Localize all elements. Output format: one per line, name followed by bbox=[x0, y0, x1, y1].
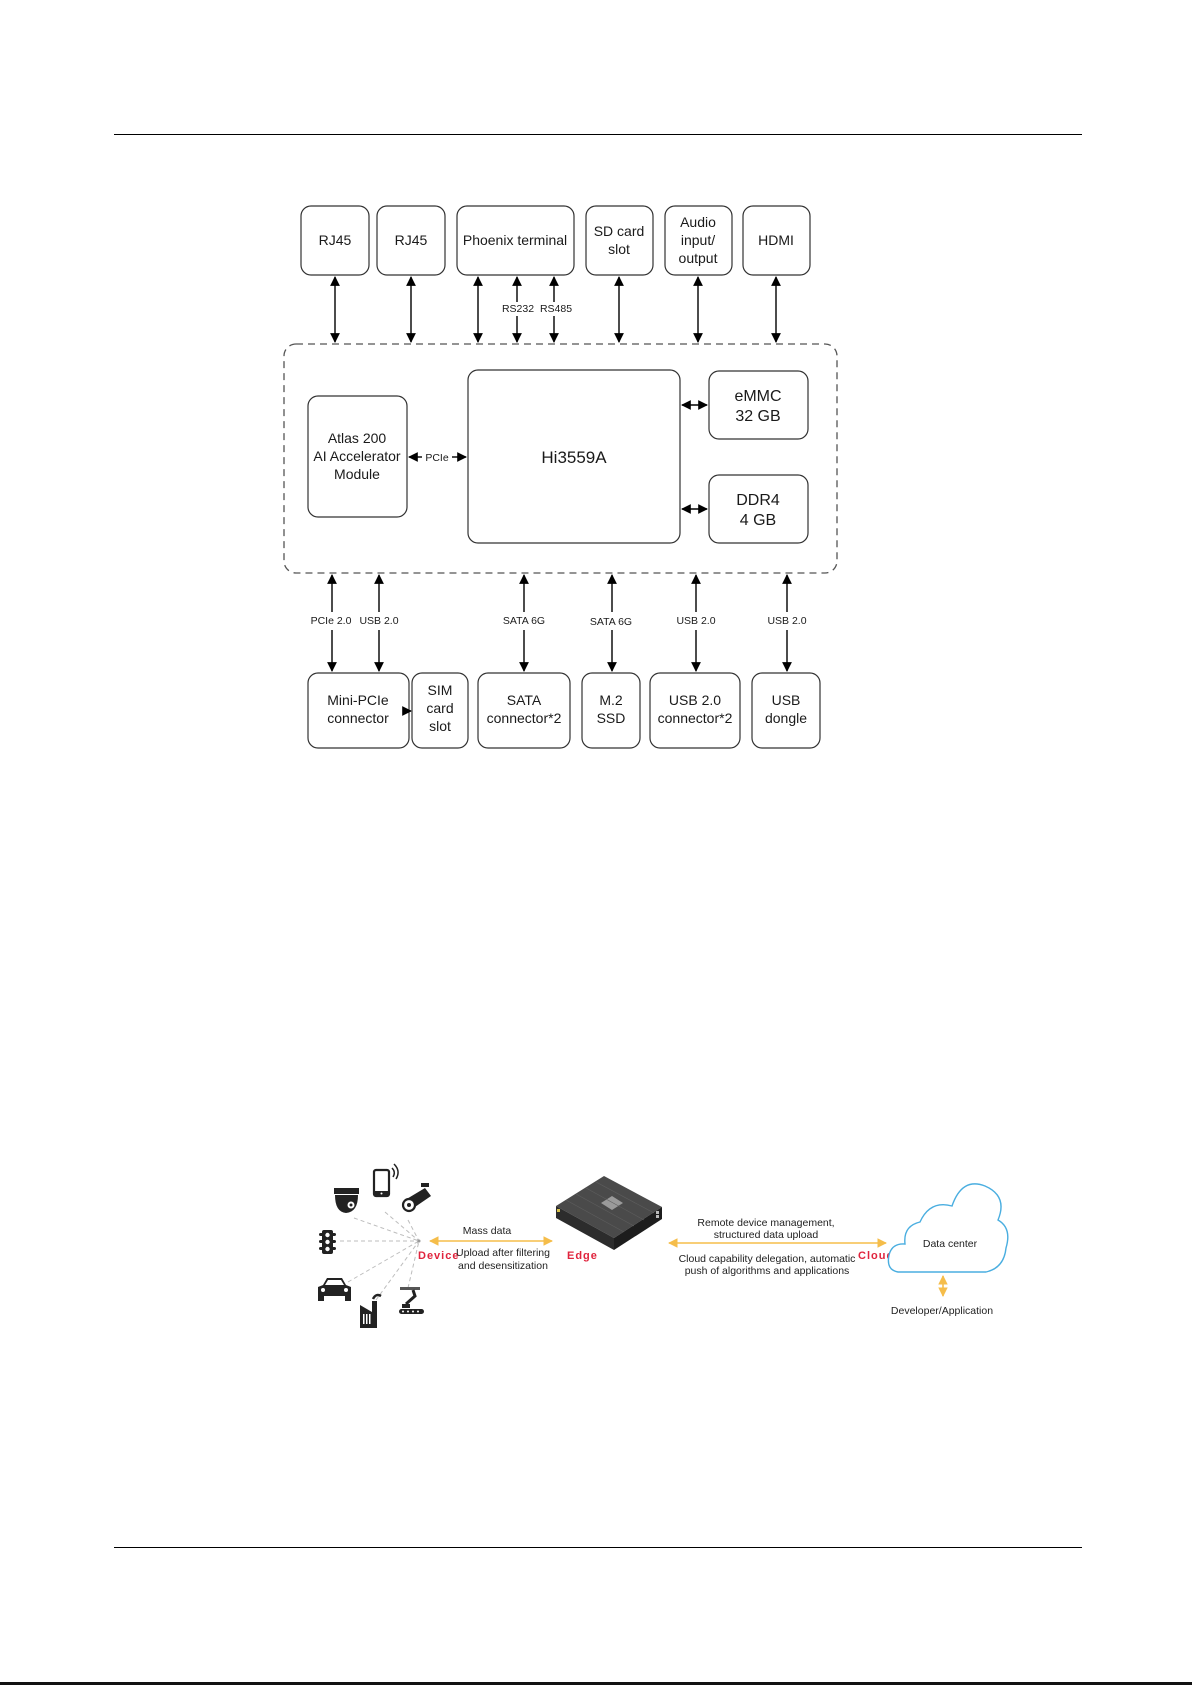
interface-label: RJ45 bbox=[395, 232, 428, 248]
interface-phoenix-terminal: Phoenix terminal bbox=[456, 205, 575, 276]
link-label: USB 2.0 bbox=[676, 615, 715, 627]
robot-arm-icon bbox=[399, 1287, 424, 1314]
module-label: Module bbox=[334, 466, 380, 482]
soc-hi3559a: Hi3559A bbox=[467, 369, 681, 544]
interface-label: M.2 bbox=[599, 692, 623, 708]
interface-rj45-2: RJ45 bbox=[376, 205, 446, 276]
link-label: SATA 6G bbox=[590, 616, 632, 628]
memory-label: 32 GB bbox=[735, 408, 780, 425]
edge-cloud-bottom-label: Cloud capability delegation, automatic bbox=[679, 1253, 856, 1265]
top-interfaces: RJ45 RJ45 Phoenix terminal SD card slot … bbox=[300, 205, 811, 276]
edge-device-icon bbox=[556, 1176, 662, 1250]
memory-label: DDR4 bbox=[736, 492, 780, 509]
interface-label: output bbox=[679, 250, 718, 266]
memory-emmc: eMMC 32 GB bbox=[708, 370, 809, 440]
factory-icon bbox=[360, 1293, 382, 1328]
interface-label: slot bbox=[608, 241, 630, 257]
footer-rule bbox=[114, 1547, 1082, 1548]
interface-mini-pcie: Mini-PCIe connector bbox=[307, 672, 410, 749]
device-rays bbox=[340, 1211, 420, 1301]
interface-label: SATA bbox=[507, 692, 542, 708]
board-boundary bbox=[283, 343, 838, 574]
interface-label: dongle bbox=[765, 710, 807, 726]
module-label: Atlas 200 bbox=[328, 430, 387, 446]
interface-label: USB bbox=[772, 692, 801, 708]
soc-label: Hi3559A bbox=[541, 448, 607, 467]
interface-label: Audio bbox=[680, 214, 716, 230]
link-label: SATA 6G bbox=[503, 615, 545, 627]
interface-label: RJ45 bbox=[319, 232, 352, 248]
module-label: AI Accelerator bbox=[313, 448, 400, 464]
bottom-links: PCIe 2.0 USB 2.0 SATA 6G SATA 6G USB 2.0… bbox=[311, 574, 807, 672]
cloud-icon bbox=[887, 1183, 1009, 1273]
interface-label: Mini-PCIe bbox=[327, 692, 389, 708]
bullet-camera-icon bbox=[401, 1183, 431, 1213]
interface-audio: Audio input/ output bbox=[664, 205, 733, 276]
architecture-diagram: Device Mass data Upload after filtering … bbox=[318, 1163, 1009, 1328]
interface-label: connector*2 bbox=[658, 710, 733, 726]
interface-sim-card-slot: SIM card slot bbox=[411, 672, 469, 749]
cloud-inner-label: Data center bbox=[923, 1238, 978, 1250]
device-edge-top-label: Mass data bbox=[463, 1225, 512, 1237]
edge-cloud-bottom-label: push of algorithms and applications bbox=[685, 1265, 850, 1277]
interface-label: Phoenix terminal bbox=[463, 232, 567, 248]
edge-cloud-top-label: Remote device management, bbox=[697, 1217, 834, 1229]
memory-label: eMMC bbox=[734, 388, 781, 405]
device-edge-bottom-label: Upload after filtering bbox=[456, 1247, 550, 1259]
interface-label: connector bbox=[327, 710, 389, 726]
link-label-rs485: RS485 bbox=[540, 303, 572, 315]
developer-application-label: Developer/Application bbox=[891, 1305, 993, 1317]
link-label: USB 2.0 bbox=[767, 615, 806, 627]
interface-label: USB 2.0 bbox=[669, 692, 721, 708]
page-bottom-edge bbox=[0, 1682, 1192, 1685]
device-edge-bottom-label: and desensitization bbox=[458, 1260, 548, 1272]
interface-m2-ssd: M.2 SSD bbox=[581, 672, 641, 749]
device-hub-point bbox=[417, 1239, 421, 1243]
interface-usb-connector: USB 2.0 connector*2 bbox=[649, 672, 741, 749]
interface-usb-dongle: USB dongle bbox=[751, 672, 821, 749]
interface-hdmi: HDMI bbox=[742, 205, 811, 276]
memory-ddr4: DDR4 4 GB bbox=[708, 474, 809, 544]
interface-label: slot bbox=[429, 718, 451, 734]
bottom-interfaces: Mini-PCIe connector SIM card slot SATA c… bbox=[307, 672, 821, 749]
interface-sata: SATA connector*2 bbox=[477, 672, 571, 749]
top-links: RS232 RS485 bbox=[330, 276, 781, 343]
interface-label: connector*2 bbox=[487, 710, 562, 726]
interface-label: SIM bbox=[428, 682, 453, 698]
edge-cloud-top-label: structured data upload bbox=[714, 1229, 819, 1241]
edge-tier-label: Edge bbox=[567, 1250, 598, 1262]
interface-label: SSD bbox=[597, 710, 626, 726]
car-icon bbox=[318, 1278, 351, 1301]
dome-camera-icon bbox=[334, 1188, 359, 1213]
interface-label: SD card bbox=[594, 223, 645, 239]
smartphone-icon bbox=[372, 1163, 399, 1198]
pcie-link-label: PCIe bbox=[425, 452, 449, 464]
device-tier-label: Device bbox=[418, 1250, 459, 1262]
cloud-tier-label: Cloud bbox=[858, 1250, 894, 1262]
interface-label: HDMI bbox=[758, 232, 794, 248]
interface-label: card bbox=[426, 700, 453, 716]
interface-label: input/ bbox=[681, 232, 715, 248]
traffic-light-icon bbox=[319, 1230, 336, 1254]
interface-rj45-1: RJ45 bbox=[300, 205, 370, 276]
link-label: USB 2.0 bbox=[359, 615, 398, 627]
header-rule bbox=[114, 134, 1082, 135]
link-label: PCIe 2.0 bbox=[311, 615, 352, 627]
atlas-accelerator-module: Atlas 200 AI Accelerator Module bbox=[307, 395, 408, 518]
interface-sd-card-slot: SD card slot bbox=[585, 205, 654, 276]
link-label-rs232: RS232 bbox=[502, 303, 534, 315]
memory-label: 4 GB bbox=[740, 512, 776, 529]
